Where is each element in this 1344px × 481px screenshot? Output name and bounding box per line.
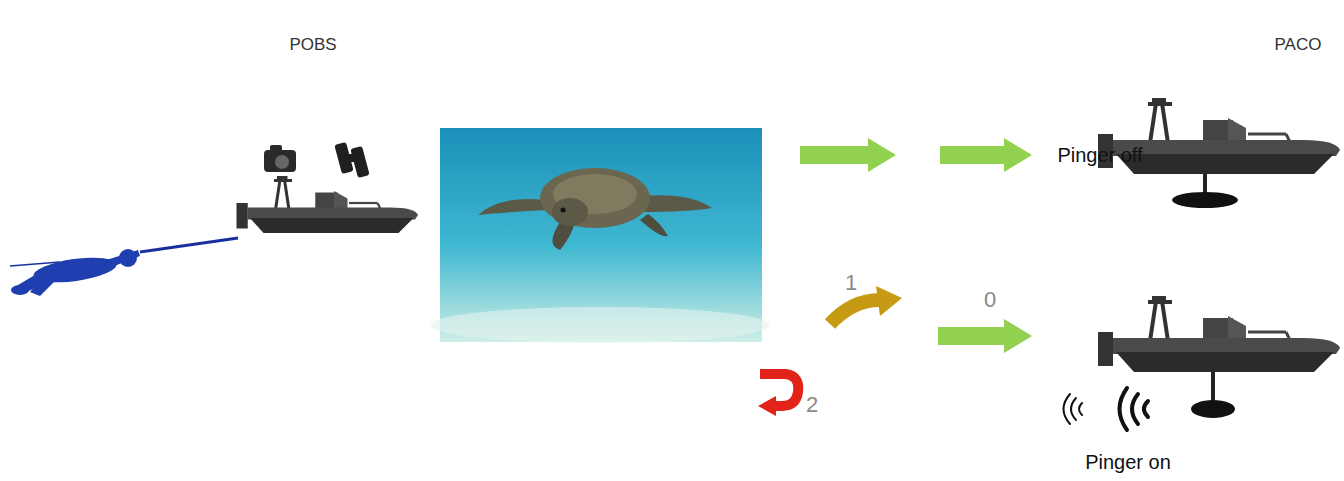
heading-label: POBS [289, 36, 336, 55]
callout-number: 2 [806, 393, 818, 417]
pinger-device [1191, 400, 1235, 418]
boat-icon [237, 176, 419, 233]
status-label: Pinger on [1085, 451, 1171, 473]
pinger-device [1172, 192, 1238, 208]
boat-node: Pinger on [1050, 288, 1344, 478]
callout-number: 0 [984, 288, 996, 312]
pinger-pole [1211, 372, 1215, 402]
u-turn-arrow [758, 374, 798, 416]
status-label: Pinger off [1057, 144, 1142, 166]
boat-node: PACO Pinger off [1030, 28, 1344, 214]
tow-rope [140, 238, 238, 252]
heading-label: PACO [1275, 36, 1322, 55]
boat-node: POBS [236, 28, 426, 256]
camera-icon [264, 145, 296, 172]
callout-number: 1 [845, 271, 857, 295]
boat-icon [1098, 296, 1340, 372]
sound-waves [1064, 388, 1149, 430]
green-arrow [800, 138, 1032, 353]
turtle-photo [430, 128, 770, 343]
curved-arrow [830, 286, 902, 324]
diver-figure [11, 249, 140, 296]
binoculars-icon [334, 142, 369, 178]
